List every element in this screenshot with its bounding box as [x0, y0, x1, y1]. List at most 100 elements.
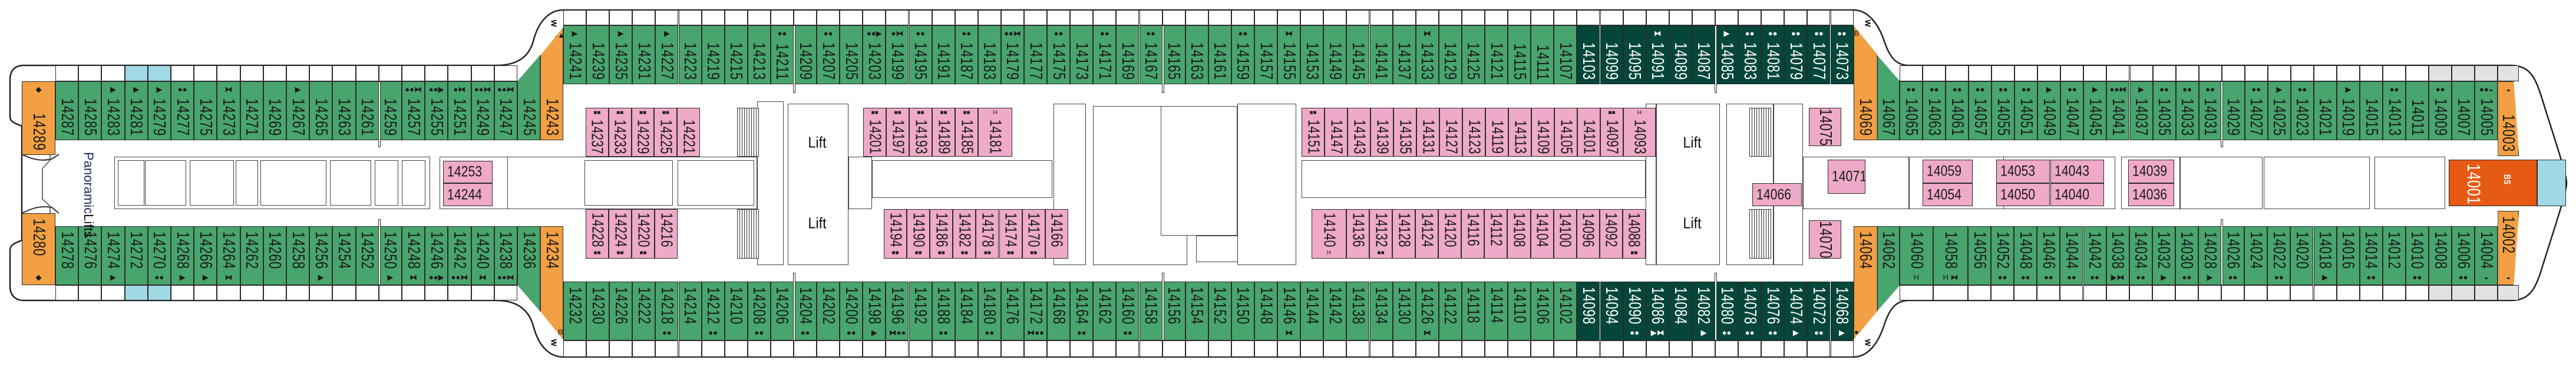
- cabin-14277[interactable]: 14277●●: [171, 81, 194, 140]
- cabin-14287[interactable]: 14287: [55, 81, 79, 140]
- cabin-14278[interactable]: 14278: [55, 226, 79, 285]
- cabin-14033[interactable]: 14033●●: [2175, 81, 2199, 140]
- cabin-14209[interactable]: 14209: [794, 25, 817, 84]
- cabin-14025[interactable]: 14025▶: [2267, 81, 2291, 140]
- cabin-14202[interactable]: 14202: [817, 282, 840, 340]
- cabin-14271[interactable]: 14271: [240, 81, 263, 140]
- cabin-14267[interactable]: 14267▶: [286, 81, 310, 140]
- cabin-14281[interactable]: 14281▶: [124, 81, 148, 140]
- cabin-14089[interactable]: 14089: [1669, 25, 1692, 84]
- cabin-14098[interactable]: 14098: [1577, 282, 1600, 340]
- cabin-14073[interactable]: 14073●●: [1830, 25, 1854, 84]
- cabin-14261[interactable]: 14261: [355, 81, 379, 140]
- cabin-14161[interactable]: 14161: [1208, 25, 1231, 84]
- cabin-14144[interactable]: 14144: [1300, 282, 1324, 340]
- cabin-14068[interactable]: 14068▶: [1830, 282, 1854, 340]
- cabin-14214[interactable]: 14214: [678, 282, 702, 340]
- cabin-14257[interactable]: 14257●●⧓: [402, 81, 425, 140]
- cabin-14279[interactable]: 14279▶: [147, 81, 171, 140]
- cabin-14151[interactable]: 14151■■: [1302, 108, 1325, 157]
- cabin-14131[interactable]: 14131: [1416, 108, 1439, 157]
- cabin-14005[interactable]: 14005●●◒: [2475, 81, 2498, 140]
- cabin-14129[interactable]: 14129: [1438, 25, 1462, 84]
- cabin-14240[interactable]: 14240⧓: [471, 226, 494, 285]
- cabin-14155[interactable]: 14155⧓: [1277, 25, 1301, 84]
- cabin-14183[interactable]: 14183: [977, 25, 1001, 84]
- cabin-14053[interactable]: 14053: [1996, 160, 2050, 183]
- cabin-14080[interactable]: 14080●●: [1715, 282, 1739, 340]
- cabin-14223[interactable]: 14223: [678, 25, 702, 84]
- cabin-14268[interactable]: 14268▶: [171, 226, 194, 285]
- cabin-14026[interactable]: 14026●●: [2221, 226, 2245, 285]
- cabin-14066[interactable]: 14066: [1752, 183, 1802, 206]
- cabin-14042[interactable]: 14042●●: [2083, 226, 2106, 285]
- cabin-14187[interactable]: 14187●●: [955, 25, 978, 84]
- cabin-14196[interactable]: 14196⧓●●: [886, 282, 909, 340]
- cabin-14047[interactable]: 14047●●: [2060, 81, 2084, 140]
- cabin-14097[interactable]: 14097■■: [1600, 108, 1623, 157]
- cabin-14079[interactable]: 14079●●: [1784, 25, 1808, 84]
- cabin-14262[interactable]: 14262: [240, 226, 263, 285]
- cabin-14216[interactable]: 14216: [655, 209, 678, 259]
- cabin-14091[interactable]: 14091⧓: [1646, 25, 1669, 84]
- cabin-14246[interactable]: 14246●●▶: [425, 226, 448, 285]
- cabin-14110[interactable]: 14110: [1508, 282, 1531, 340]
- cabin-14100[interactable]: 14100: [1553, 209, 1577, 259]
- cabin-14133[interactable]: 14133⧓: [1415, 25, 1439, 84]
- cabin-14195[interactable]: 14195●●: [909, 25, 932, 84]
- cabin-14074[interactable]: 14074▶: [1784, 282, 1808, 340]
- cabin-14154[interactable]: 14154: [1185, 282, 1208, 340]
- cabin-14015[interactable]: 14015: [2360, 81, 2383, 140]
- cabin-14259[interactable]: 14259: [378, 81, 402, 140]
- cabin-14256[interactable]: 14256▶: [309, 226, 333, 285]
- cabin-14150[interactable]: 14150: [1231, 282, 1254, 340]
- cabin-14258[interactable]: 14258: [286, 226, 310, 285]
- cabin-14084[interactable]: 14084: [1669, 282, 1692, 340]
- cabin-14280[interactable]: 14280◆: [22, 213, 55, 285]
- cabin-14029[interactable]: 14029: [2221, 81, 2245, 140]
- cabin-14211[interactable]: 14211●●: [770, 25, 794, 84]
- cabin-14136[interactable]: 14136: [1346, 209, 1370, 259]
- cabin-14108[interactable]: 14108: [1507, 209, 1531, 259]
- cabin-14120[interactable]: 14120: [1438, 209, 1462, 259]
- cabin-14204[interactable]: 14204●●: [794, 282, 817, 340]
- cabin-14036[interactable]: 14036: [2128, 183, 2174, 206]
- cabin-14242[interactable]: 14242●●⧓: [448, 226, 471, 285]
- cabin-14135[interactable]: 14135: [1393, 108, 1416, 157]
- cabin-14023[interactable]: 14023●●: [2290, 81, 2314, 140]
- cabin-14051[interactable]: 14051●●: [2014, 81, 2038, 140]
- cabin-14220[interactable]: 14220■■: [632, 209, 655, 259]
- cabin-14235[interactable]: 14235▶: [609, 25, 633, 84]
- cabin-14048[interactable]: 14048●●: [2014, 226, 2037, 285]
- cabin-14081[interactable]: 14081●●: [1761, 25, 1785, 84]
- cabin-14092[interactable]: 14092: [1599, 209, 1623, 259]
- cabin-14180[interactable]: 14180●●: [977, 282, 1001, 340]
- cabin-14169[interactable]: 14169: [1116, 25, 1140, 84]
- cabin-14039[interactable]: 14039: [2128, 160, 2174, 183]
- cabin-14230[interactable]: 14230: [586, 282, 610, 340]
- cabin-14045[interactable]: 14045▶: [2083, 81, 2107, 140]
- cabin-14171[interactable]: 14171●●: [1093, 25, 1117, 84]
- cabin-14177[interactable]: 14177: [1024, 25, 1048, 84]
- cabin-14241[interactable]: 14241▶: [563, 25, 587, 84]
- cabin-14148[interactable]: 14148: [1254, 282, 1278, 340]
- cabin-14055[interactable]: 14055●●: [1992, 81, 2015, 140]
- cabin-14167[interactable]: 14167●●: [1139, 25, 1162, 84]
- cabin-14200[interactable]: 14200●●: [840, 282, 863, 340]
- cabin-14082[interactable]: 14082▶: [1692, 282, 1715, 340]
- cabin-14254[interactable]: 14254: [332, 226, 356, 285]
- cabin-14197[interactable]: 14197■■: [886, 108, 909, 157]
- cabin-14170[interactable]: 14170■■: [1022, 209, 1045, 259]
- cabin-14188[interactable]: 14188●●: [932, 282, 955, 340]
- cabin-14018[interactable]: 14018▶: [2313, 226, 2337, 285]
- cabin-14059[interactable]: 14059: [1923, 160, 1973, 183]
- cabin-14137[interactable]: 14137: [1392, 25, 1416, 84]
- cabin-14070[interactable]: 14070: [1809, 220, 1841, 259]
- cabin-14138[interactable]: 14138: [1346, 282, 1370, 340]
- cabin-14088[interactable]: 14088■■: [1622, 209, 1646, 259]
- cabin-14040[interactable]: 14040: [2050, 183, 2104, 206]
- cabin-14237[interactable]: 14237■■: [586, 108, 609, 157]
